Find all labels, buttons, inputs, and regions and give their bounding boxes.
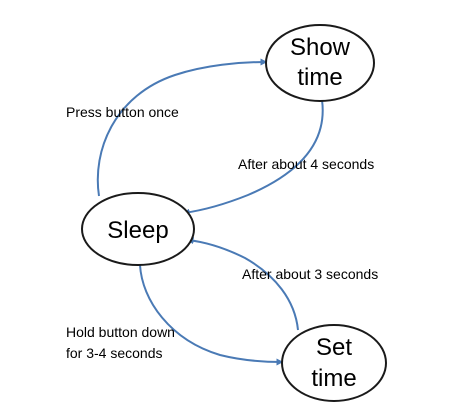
state-set-time-label-line2: time bbox=[311, 365, 356, 392]
state-show-time: Show time bbox=[265, 24, 375, 102]
state-show-time-label-line1: Show bbox=[290, 34, 351, 61]
edge-label-hold-button-line2: for 3-4 seconds bbox=[66, 345, 163, 361]
state-sleep-label: Sleep bbox=[107, 217, 168, 244]
state-show-time-label-line2: time bbox=[297, 64, 342, 91]
state-sleep: Sleep bbox=[81, 192, 195, 266]
edge-sleep-to-show-time bbox=[96, 58, 268, 197]
edge-label-after-3-seconds: After about 3 seconds bbox=[242, 266, 378, 282]
edge-show-time-to-sleep bbox=[182, 99, 324, 216]
edge-label-after-4-seconds: After about 4 seconds bbox=[238, 156, 374, 172]
state-set-time-ellipse bbox=[281, 324, 387, 402]
edge-label-hold-button-line1: Hold button down bbox=[66, 324, 175, 340]
state-set-time-label-line1: Set bbox=[316, 334, 352, 361]
state-sleep-ellipse bbox=[81, 192, 195, 266]
edge-sleep-to-set-time bbox=[139, 264, 284, 366]
state-show-time-ellipse bbox=[265, 24, 375, 102]
state-set-time: Set time bbox=[281, 324, 387, 402]
edge-set-time-to-sleep bbox=[186, 237, 299, 331]
edge-label-press-button: Press button once bbox=[66, 104, 179, 120]
